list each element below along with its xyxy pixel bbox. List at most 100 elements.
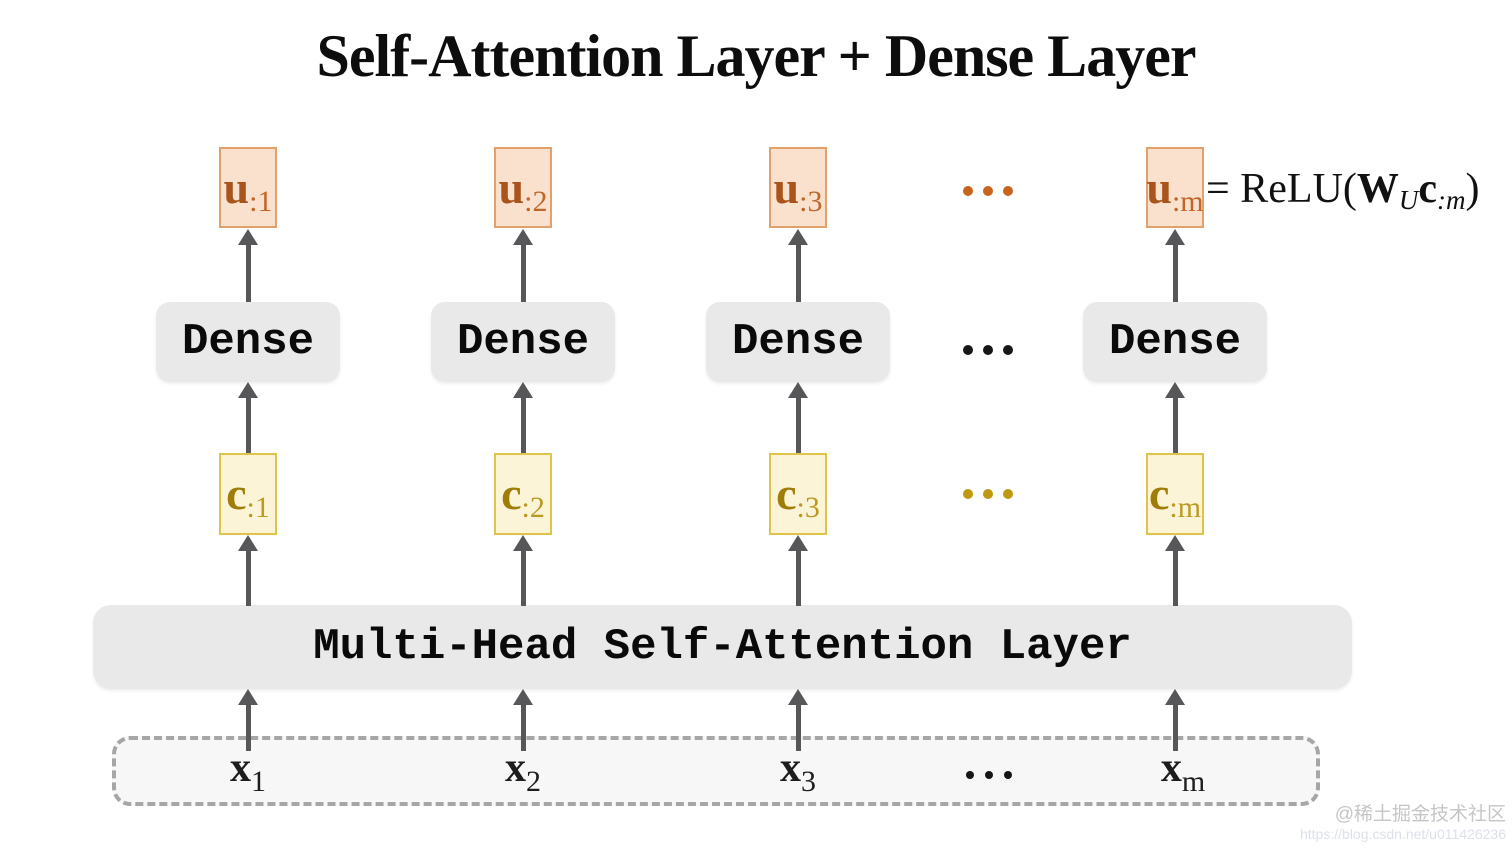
arrow-shaft [1172,550,1178,606]
x-base-2: x [505,745,526,791]
u-box-2: u:2 [494,147,552,228]
arrow-shaft [245,550,251,606]
watermark-text: @稀土掘金技术社区 [1334,804,1506,825]
arrow-head-icon [788,535,808,551]
arrow-c-to-dense-3 [788,382,808,453]
arrow-x-to-attn-2 [513,689,533,751]
x-sub-2: 2 [526,765,541,798]
ellipsis-c-level [963,489,1013,499]
arrow-dense-to-u-1 [238,229,258,302]
arrow-head-icon [1165,535,1185,551]
x-label-3: x3 [713,745,883,797]
dense-label-m: Dense [1108,317,1242,367]
arrow-c-to-dense-1 [238,382,258,453]
arrow-head-icon [788,382,808,398]
arrow-c-to-dense-2 [513,382,533,453]
arrow-shaft [795,397,801,453]
ellipsis-u-level [963,186,1013,196]
u-sub-2: :2 [524,184,548,218]
dense-box-m: Dense [1083,302,1267,382]
arrow-shaft [520,550,526,606]
u-label-m: u [1146,161,1172,213]
u-sub-3: :3 [799,184,823,218]
dense-box-3: Dense [706,302,890,382]
dense-box-1: Dense [156,302,340,382]
arrow-shaft [245,244,251,302]
arrow-head-icon [238,229,258,245]
dot-icon [983,186,993,196]
arrow-head-icon [513,229,533,245]
ellipsis-x-level [966,771,1012,779]
dot-icon [963,186,973,196]
arrow-shaft [520,704,526,751]
u-box-3: u:3 [769,147,827,228]
formula-weight-matrix: W [1356,166,1399,212]
arrow-shaft [245,397,251,453]
dense-label-3: Dense [731,317,865,367]
input-group-box [112,736,1320,806]
u-label-1: u [223,161,250,213]
arrow-head-icon [1165,229,1185,245]
c-sub-1: :1 [246,491,270,524]
arrow-c-to-dense-m [1165,382,1185,453]
watermark-url: https://blog.csdn.net/u011426236 [1299,826,1506,842]
dot-icon [963,489,973,499]
x-sub-m: m [1181,765,1206,798]
c-sub-2: :2 [521,491,545,524]
dense-box-2: Dense [431,302,615,382]
formula-c-vector: c [1418,166,1437,212]
arrow-head-icon [238,382,258,398]
c-box-m: c:m [1146,453,1204,535]
x-label-1: x1 [163,745,333,797]
arrow-x-to-attn-m [1165,689,1185,751]
dot-icon [1004,771,1012,779]
multi-head-attention-label: Multi-Head Self-Attention Layer [313,622,1132,672]
arrow-head-icon [1165,689,1185,705]
arrow-x-to-attn-3 [788,689,808,751]
c-box-3: c:3 [769,453,827,535]
arrow-x-to-attn-1 [238,689,258,751]
arrow-head-icon [238,689,258,705]
x-sub-3: 3 [801,765,816,798]
arrow-head-icon [238,535,258,551]
c-label-3: c [776,468,797,519]
x-label-m: xm [1098,747,1268,797]
arrow-shaft [520,244,526,302]
formula-close-paren: ) [1465,166,1480,212]
formula-weight-subscript: U [1398,184,1419,215]
arrow-head-icon [513,382,533,398]
arrow-attn-to-c-3 [788,535,808,606]
arrow-shaft [1172,244,1178,302]
arrow-shaft [245,704,251,751]
c-label-2: c [501,468,522,519]
arrow-shaft [1172,704,1178,751]
dot-icon [983,489,993,499]
c-box-2: c:2 [494,453,552,535]
diagram-title: Self-Attention Layer + Dense Layer [316,23,1197,89]
x-sub-1: 1 [251,765,266,798]
arrow-head-icon [513,535,533,551]
watermark: @稀土掘金技术社区 https://blog.csdn.net/u0114262… [1300,803,1506,842]
c-box-1: c:1 [219,453,277,535]
u-label-3: u [773,161,800,213]
x-base-3: x [780,745,801,791]
u-box-1: u:1 [219,147,277,228]
u-label-2: u [498,161,525,213]
arrow-shaft [795,704,801,751]
dot-icon [966,771,974,779]
dot-icon [1003,489,1013,499]
arrow-head-icon [1165,382,1185,398]
dot-icon [1003,186,1013,196]
arrow-shaft [520,397,526,453]
u-box-m: u:m [1146,147,1204,228]
arrow-head-icon [788,689,808,705]
arrow-dense-to-u-2 [513,229,533,302]
dot-icon [963,345,973,355]
dot-icon [983,345,993,355]
formula-equals-relu: = ReLU( [1206,166,1357,212]
arrow-dense-to-u-m [1165,229,1185,302]
arrow-head-icon [788,229,808,245]
x-base-1: x [230,745,251,791]
